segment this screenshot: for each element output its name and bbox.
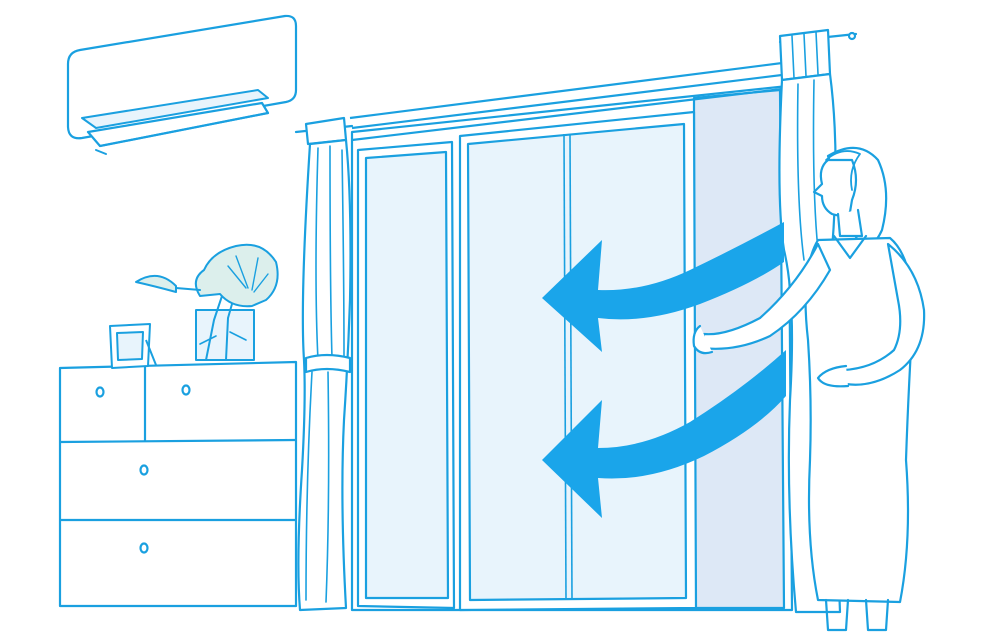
chest-of-drawers [58, 360, 298, 608]
curtain-left [294, 116, 354, 612]
sliding-window [349, 60, 794, 612]
photo-frame [109, 323, 157, 369]
monstera-plant-vase [135, 243, 279, 361]
woman [692, 146, 926, 632]
airflow-arrow-lower [542, 350, 786, 518]
airflow-arrow-upper [542, 222, 784, 352]
air-conditioner [66, 14, 298, 155]
